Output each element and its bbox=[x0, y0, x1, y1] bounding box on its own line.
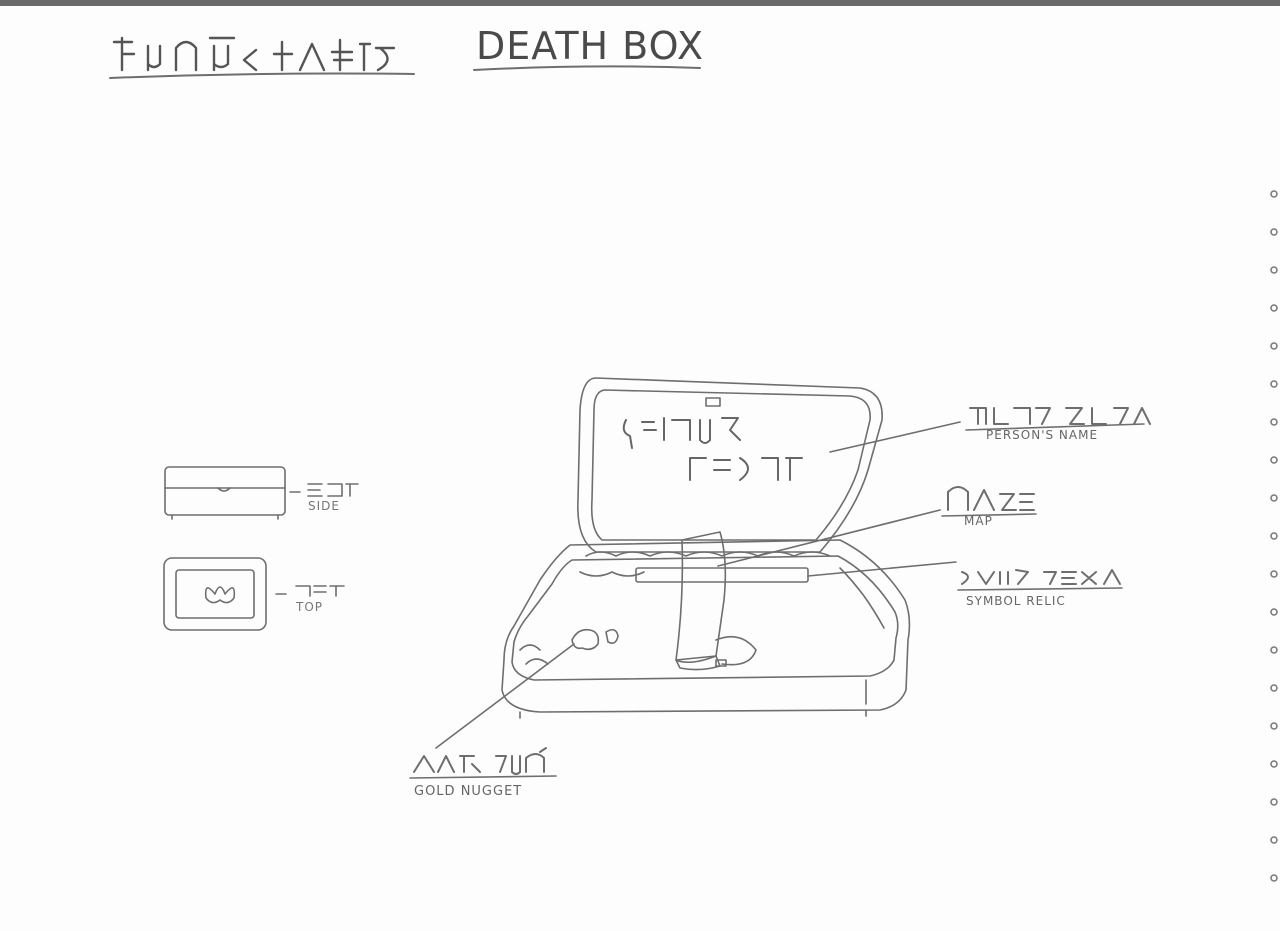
symbol-relic-script-glyphs bbox=[961, 569, 1121, 585]
label-top: TOP bbox=[296, 600, 324, 614]
persons-name-script-glyphs bbox=[969, 407, 1151, 425]
label-persons-name: PERSON'S NAME bbox=[986, 428, 1099, 442]
label-symbol-relic: SYMBOL RELIC bbox=[966, 594, 1066, 608]
spiral-binding bbox=[1266, 190, 1280, 910]
title-underline-english bbox=[473, 65, 701, 71]
map-scroll bbox=[675, 531, 757, 671]
open-box-base bbox=[501, 539, 911, 719]
scan-top-edge bbox=[0, 0, 1280, 6]
symbol-relic-underline bbox=[957, 587, 1123, 591]
gold-nugget-script-glyphs bbox=[413, 747, 547, 775]
persons-name-leader bbox=[829, 421, 961, 453]
map-leader bbox=[717, 509, 941, 567]
box-side-view bbox=[164, 466, 286, 520]
gold-nugget bbox=[571, 628, 619, 651]
gold-nugget-leader bbox=[435, 643, 575, 749]
script-title-glyphs bbox=[112, 36, 396, 72]
top-script-glyphs bbox=[295, 585, 345, 597]
symbol-relic-leader bbox=[807, 561, 957, 577]
lid-script-glyphs bbox=[622, 417, 803, 481]
map-script-glyphs bbox=[947, 486, 1035, 511]
symbol-relic bbox=[635, 567, 809, 583]
label-gold-nugget: GOLD NUGGET bbox=[414, 784, 523, 799]
open-box-lid bbox=[577, 377, 883, 553]
map-underline bbox=[941, 513, 1037, 517]
side-script-glyphs bbox=[307, 483, 359, 497]
label-side: SIDE bbox=[308, 499, 340, 513]
gold-nugget-underline bbox=[409, 775, 557, 779]
diagram-title: DEATH BOX bbox=[476, 24, 705, 68]
persons-name-underline bbox=[965, 423, 1145, 431]
label-map: MAP bbox=[964, 514, 993, 528]
title-underline-script bbox=[109, 72, 415, 79]
box-top-view bbox=[163, 557, 267, 631]
